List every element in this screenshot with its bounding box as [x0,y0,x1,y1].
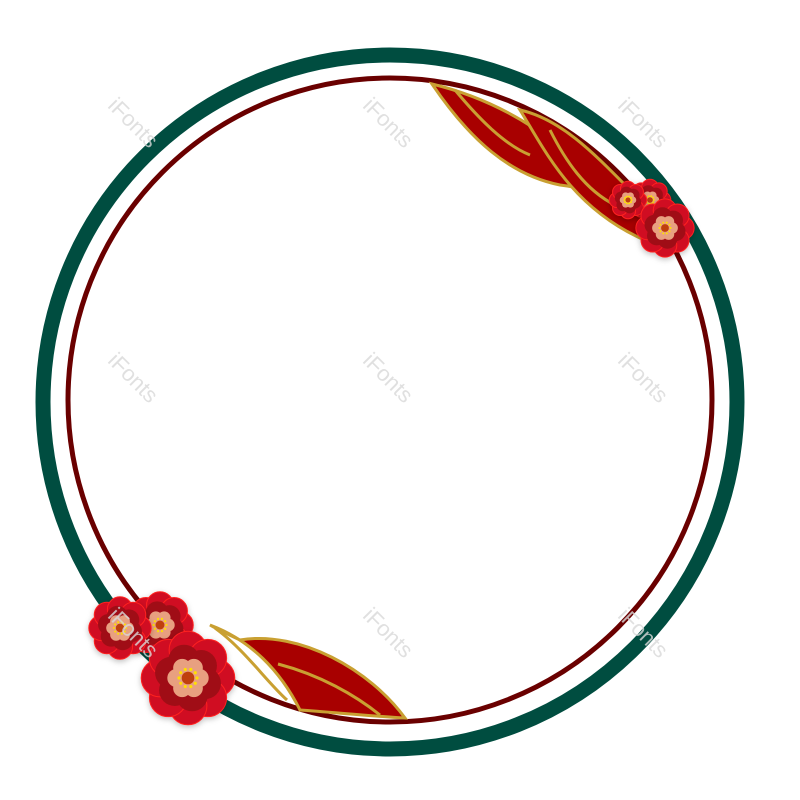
flower-icon [608,180,648,220]
watermark-text: iFonts [358,93,418,153]
watermark-text: iFonts [358,348,418,408]
flower-clusters [88,178,695,726]
flower-icon [140,630,236,726]
bottom-left-leaves [209,623,409,720]
watermark-text: iFonts [103,93,163,153]
inner-red-ring [65,75,715,725]
flower-icon [88,596,152,660]
flower-icon [635,198,695,258]
watermark-text: iFonts [613,348,673,408]
outer-green-ring [35,47,745,757]
watermark-text: iFonts [358,603,418,663]
watermark-text: iFonts [103,348,163,408]
